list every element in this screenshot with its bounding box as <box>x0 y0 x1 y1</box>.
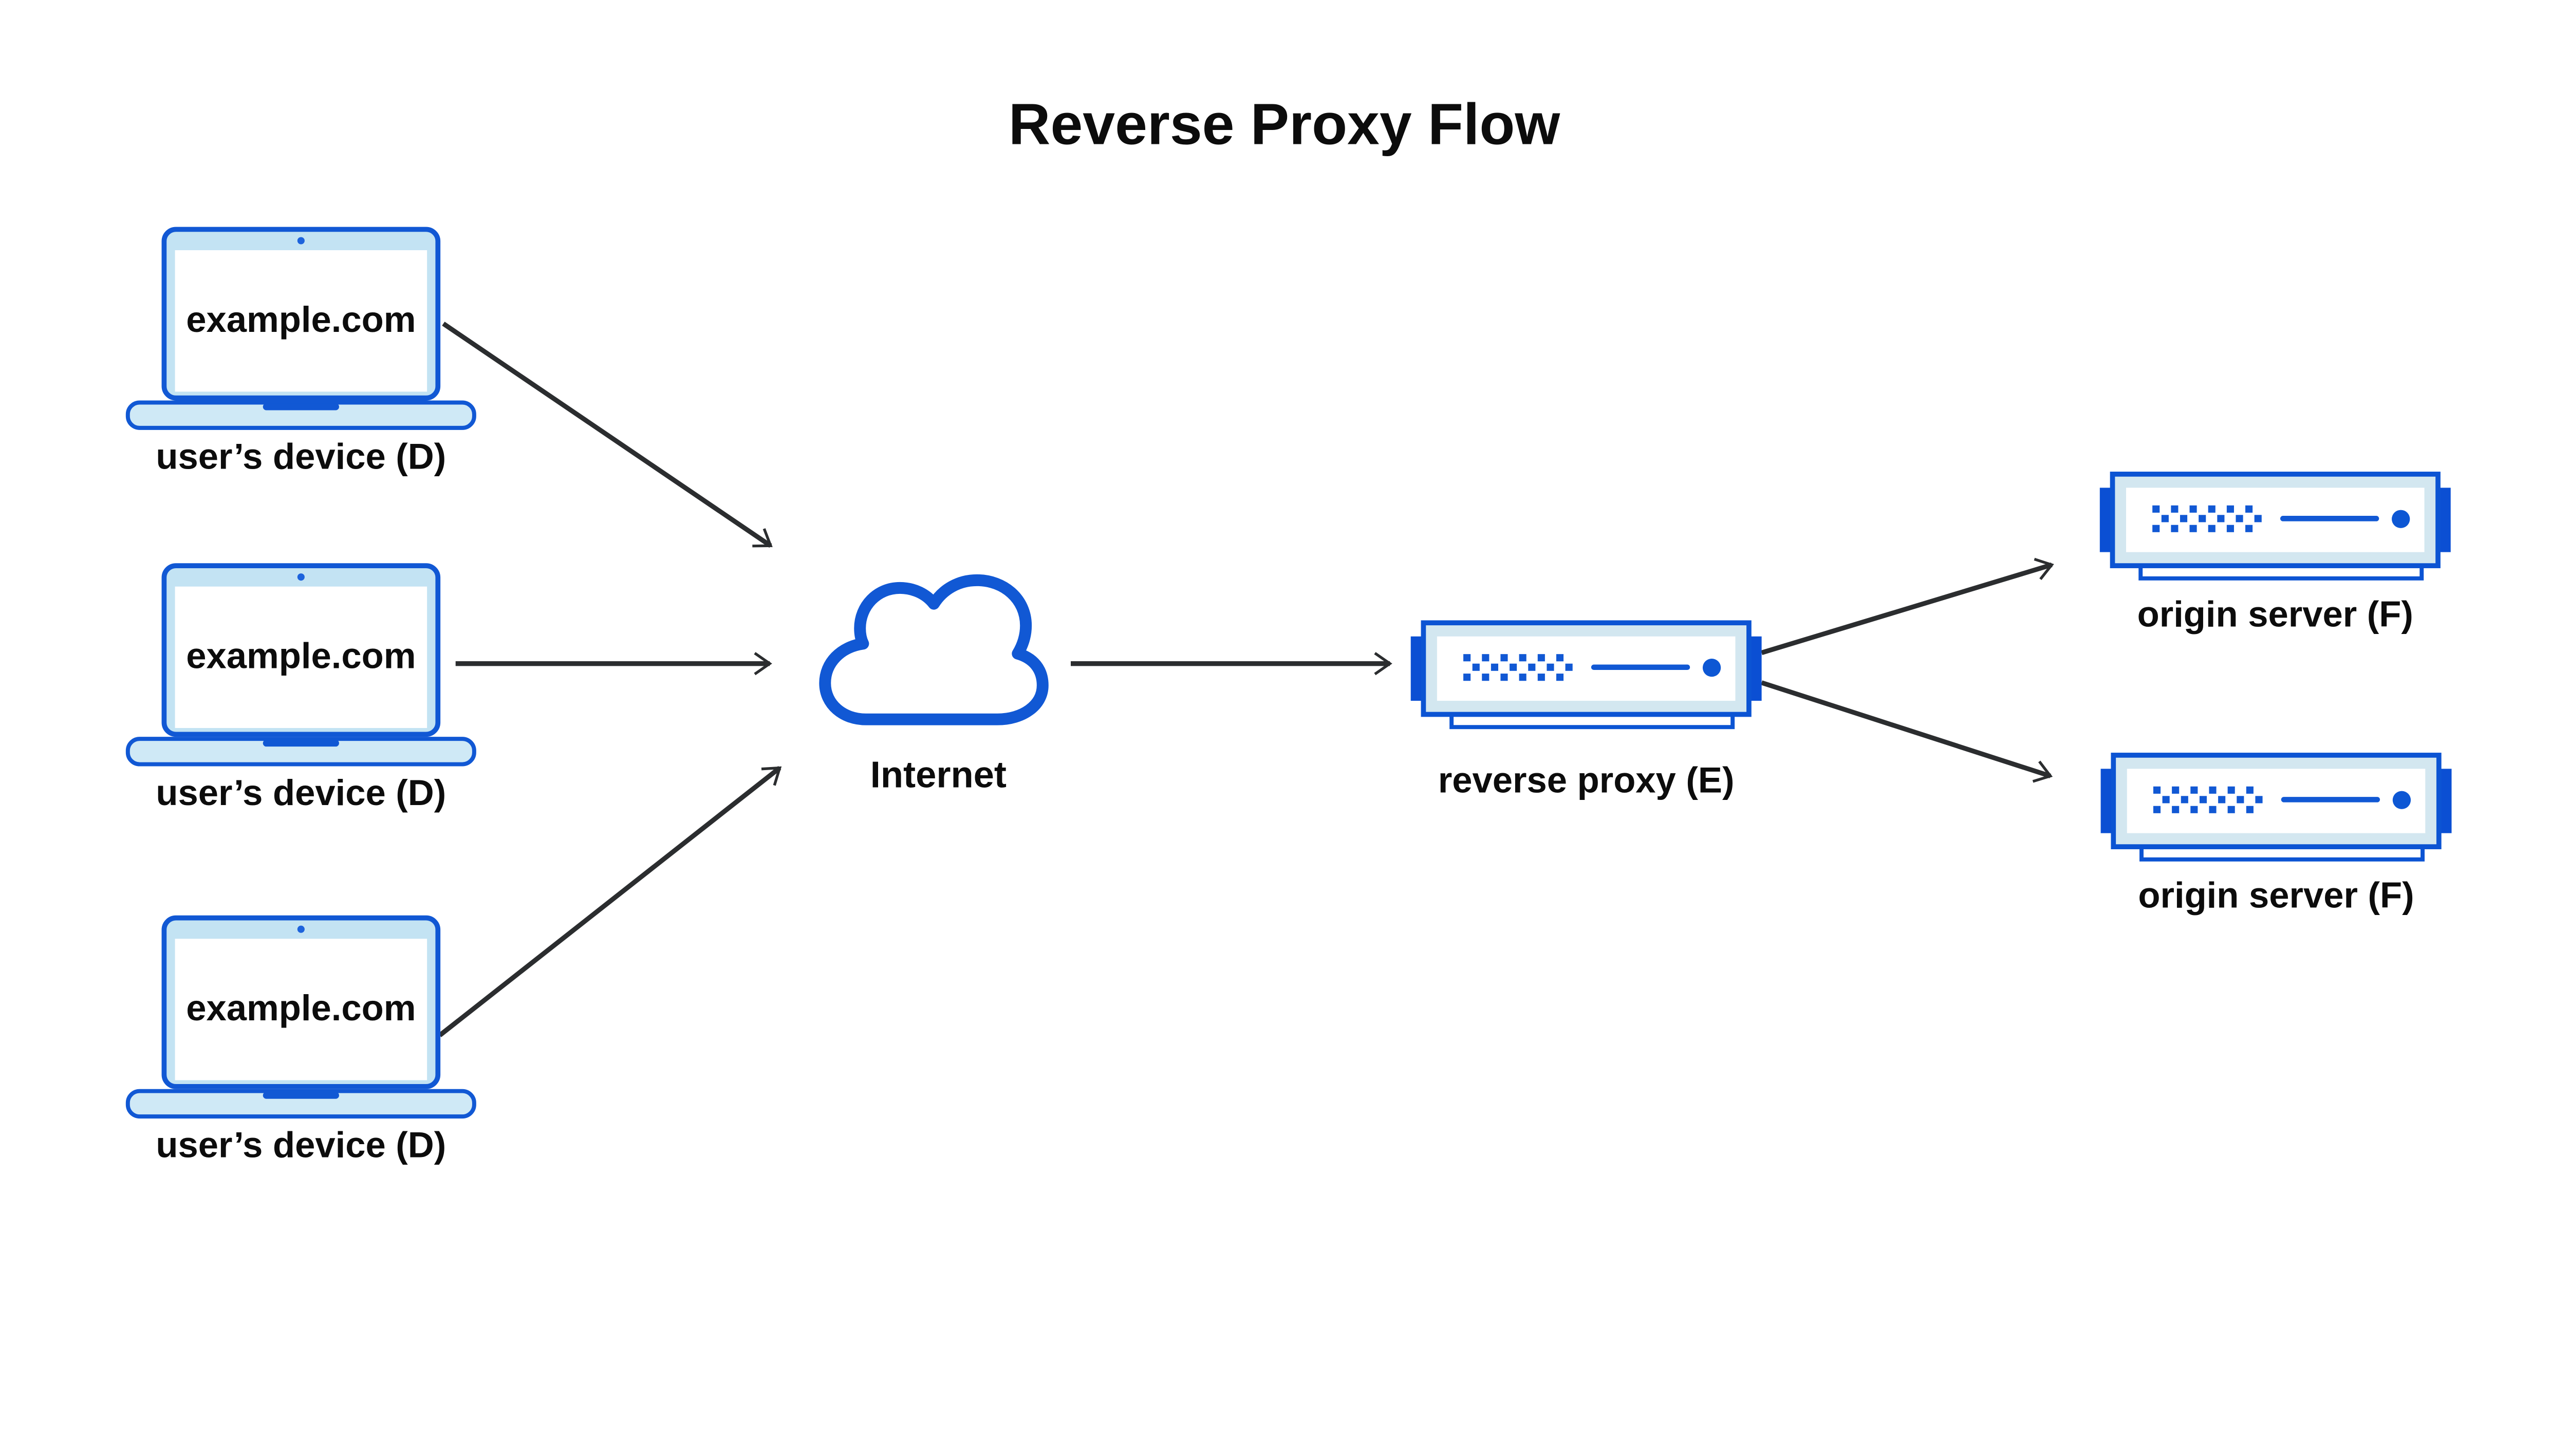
user-device-2: example.com user’s device (D) <box>128 566 474 813</box>
cloud-icon <box>819 574 1049 725</box>
page-title: Reverse Proxy Flow <box>1009 92 1560 157</box>
origin-server-1: origin server (F) <box>2100 474 2451 634</box>
server-icon <box>2101 755 2452 860</box>
user-device-1: example.com user’s device (D) <box>128 229 474 476</box>
server-icon <box>2100 474 2451 578</box>
reverse-proxy-node: reverse proxy (E) <box>1411 623 1762 800</box>
diagram-canvas: Reverse Proxy Flow example.com user’s de… <box>125 91 2454 1165</box>
user-device-3: example.com user’s device (D) <box>128 918 474 1165</box>
device-screen-url: example.com <box>186 987 416 1028</box>
origin-server-label: origin server (F) <box>2138 874 2414 915</box>
origin-server-label: origin server (F) <box>2137 593 2413 634</box>
reverse-proxy-label: reverse proxy (E) <box>1438 759 1735 800</box>
arrow-proxy-to-origin1 <box>1761 557 2054 655</box>
arrow-device3-to-internet <box>438 766 782 1037</box>
device-label: user’s device (D) <box>156 772 446 813</box>
internet-label: Internet <box>870 755 1007 796</box>
internet-node: Internet <box>819 574 1049 796</box>
device-label: user’s device (D) <box>156 1125 446 1165</box>
arrow-device1-to-internet <box>442 322 773 548</box>
reverse-proxy-flow-diagram: Reverse Proxy Flow example.com user’s de… <box>125 91 2454 1165</box>
server-icon <box>1411 623 1762 727</box>
device-screen-url: example.com <box>186 299 416 340</box>
origin-server-2: origin server (F) <box>2101 755 2452 915</box>
flow-arrows <box>438 322 2054 1037</box>
device-label: user’s device (D) <box>156 436 446 476</box>
arrow-proxy-to-origin2 <box>1761 680 2053 783</box>
device-screen-url: example.com <box>186 636 416 676</box>
